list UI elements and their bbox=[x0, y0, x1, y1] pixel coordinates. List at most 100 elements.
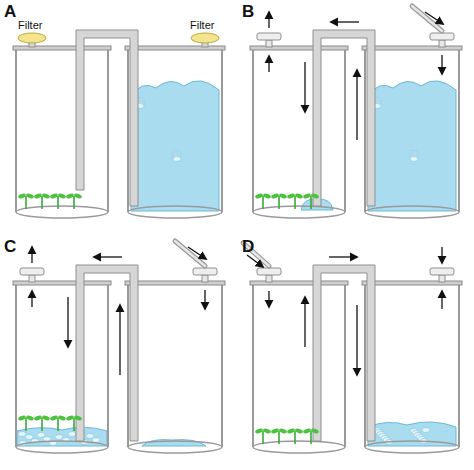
gel-highlight bbox=[410, 157, 418, 162]
filter-disc bbox=[18, 33, 46, 43]
filter-stem bbox=[29, 275, 35, 282]
flow-arrow bbox=[268, 12, 269, 28]
gel-highlight bbox=[92, 438, 100, 443]
flow-arrow bbox=[119, 305, 120, 375]
jar-bottom bbox=[128, 206, 222, 218]
gel-highlight bbox=[422, 428, 430, 433]
jar-wall bbox=[365, 50, 459, 212]
connecting-tube bbox=[76, 30, 138, 206]
seedling bbox=[287, 193, 304, 209]
gel-highlight bbox=[37, 433, 45, 438]
panel bbox=[250, 6, 462, 218]
flow-arrow bbox=[94, 256, 122, 257]
filter-label: Filter bbox=[17, 20, 43, 31]
seedling bbox=[303, 428, 320, 444]
jar-lid bbox=[13, 281, 111, 285]
flow-arrow bbox=[188, 247, 206, 259]
syringe-needle bbox=[412, 6, 442, 31]
connecting-tube bbox=[313, 265, 375, 441]
jar-wall bbox=[128, 50, 222, 212]
jar-lid bbox=[362, 281, 462, 285]
flow-arrow bbox=[441, 291, 442, 309]
panel bbox=[13, 30, 225, 218]
jar-wall bbox=[128, 285, 222, 447]
flow-arrow bbox=[331, 21, 359, 22]
gel-highlight bbox=[173, 156, 181, 161]
water bbox=[131, 81, 219, 211]
gel-highlight bbox=[25, 435, 33, 440]
flow-arrow bbox=[247, 255, 263, 267]
seedling bbox=[34, 415, 51, 431]
jar-wall bbox=[16, 50, 108, 212]
jar-bottom bbox=[253, 441, 345, 453]
jar-bottom bbox=[253, 206, 345, 218]
connecting-tube bbox=[313, 30, 375, 206]
jar-lid bbox=[125, 46, 225, 50]
jar-lid bbox=[362, 46, 462, 50]
gel-highlight bbox=[55, 435, 63, 440]
gel-highlight bbox=[18, 432, 26, 437]
seedling bbox=[271, 193, 288, 209]
flow-arrow bbox=[304, 62, 305, 112]
gel-highlight bbox=[86, 434, 94, 439]
jar-wall bbox=[253, 50, 345, 212]
filter-stem bbox=[266, 40, 272, 47]
gel-highlight bbox=[68, 432, 76, 437]
seedling bbox=[18, 193, 35, 209]
flow-arrow bbox=[356, 305, 357, 375]
seedling bbox=[50, 193, 67, 209]
filter-body bbox=[20, 268, 44, 275]
flow-arrow bbox=[268, 291, 269, 307]
jar-wall bbox=[253, 285, 345, 447]
seedling bbox=[66, 415, 83, 431]
panel-letter: B bbox=[242, 3, 254, 20]
flow-arrow bbox=[441, 55, 442, 74]
seedling bbox=[34, 193, 51, 209]
seedling bbox=[287, 428, 304, 444]
seedling bbox=[271, 428, 288, 444]
seedling bbox=[255, 428, 272, 444]
filter-stem bbox=[439, 40, 445, 47]
panel-letter: A bbox=[4, 3, 16, 20]
filter-label: Filter bbox=[189, 20, 215, 31]
seedling bbox=[255, 193, 272, 209]
gel-highlight bbox=[410, 156, 418, 161]
syringe-needle-core bbox=[412, 6, 442, 31]
jar-bottom bbox=[128, 441, 222, 453]
panel-letter: D bbox=[242, 238, 254, 255]
jar-lid bbox=[250, 281, 348, 285]
jar-bottom bbox=[16, 206, 108, 218]
filter-body bbox=[257, 268, 281, 275]
seedling bbox=[18, 415, 35, 431]
syringe-needle bbox=[175, 241, 205, 266]
seedling bbox=[50, 415, 67, 431]
flow-arrow bbox=[268, 56, 269, 72]
filter-body bbox=[430, 33, 454, 40]
flow-arrow bbox=[356, 70, 357, 140]
flow-arrow bbox=[329, 256, 357, 257]
jar-bottom bbox=[365, 441, 459, 453]
jar-bottom bbox=[365, 206, 459, 218]
connecting-tube bbox=[76, 265, 138, 441]
seedling bbox=[66, 193, 83, 209]
jar-lid bbox=[250, 46, 348, 50]
flow-arrow bbox=[31, 247, 32, 263]
filter-stem bbox=[439, 275, 445, 282]
jar-lid bbox=[125, 281, 225, 285]
flow-arrow bbox=[67, 297, 68, 347]
panel bbox=[243, 243, 462, 453]
jar-bottom bbox=[16, 441, 108, 453]
flow-arrow bbox=[425, 12, 443, 24]
panel-letter: C bbox=[4, 238, 16, 255]
flow-arrow bbox=[31, 291, 32, 307]
flow-arrow bbox=[304, 297, 305, 347]
filter-body bbox=[257, 33, 281, 40]
seedling bbox=[303, 193, 320, 209]
filter-body bbox=[430, 268, 454, 275]
filter-stem bbox=[202, 275, 208, 282]
panel bbox=[13, 241, 225, 453]
jar-wall bbox=[365, 285, 459, 447]
flow-arrow bbox=[204, 290, 205, 309]
